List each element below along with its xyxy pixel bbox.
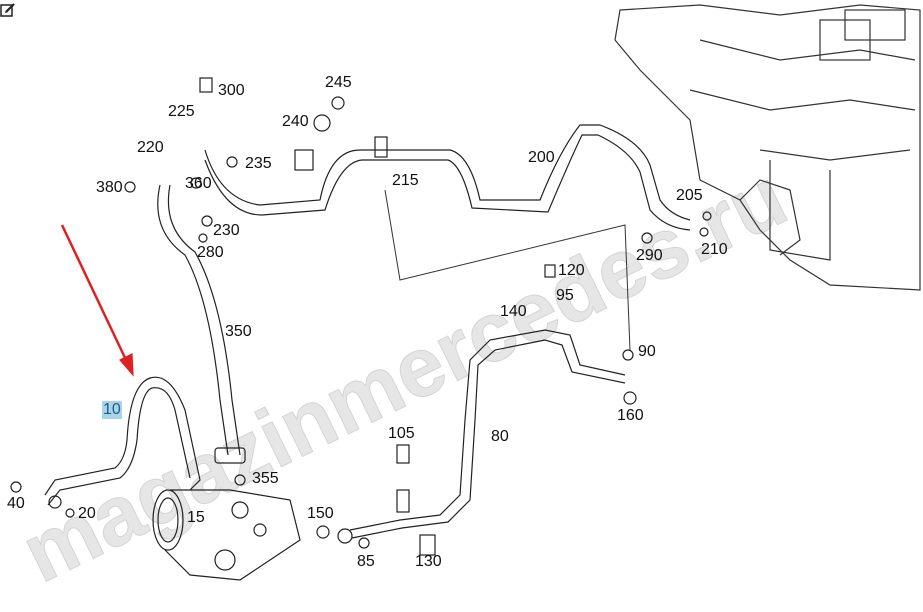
part-label[interactable]: 245 <box>325 74 352 91</box>
part-label[interactable]: 300 <box>218 82 245 99</box>
part-label[interactable]: 85 <box>357 553 375 570</box>
part-label[interactable]: 235 <box>245 155 272 172</box>
part-label-highlighted[interactable]: 10 <box>102 401 122 419</box>
part-label[interactable]: 95 <box>556 287 574 304</box>
compressor <box>152 489 301 581</box>
part-label[interactable]: 15 <box>187 509 205 526</box>
part-label[interactable]: 200 <box>528 149 555 166</box>
part-label[interactable]: 350 <box>225 323 252 340</box>
part-label[interactable]: 80 <box>491 428 509 445</box>
part-label[interactable]: 380 <box>96 179 123 196</box>
edit-icon[interactable] <box>0 2 16 18</box>
hose-10 <box>44 376 201 509</box>
part-label[interactable]: 105 <box>388 425 415 442</box>
part-label[interactable]: 230 <box>213 222 240 239</box>
hose-350 <box>157 184 246 464</box>
evaporator-housing <box>614 4 921 291</box>
part-label[interactable]: 20 <box>78 505 96 522</box>
part-label[interactable]: 205 <box>676 187 703 204</box>
part-label[interactable]: 90 <box>638 343 656 360</box>
part-label[interactable]: 130 <box>415 553 442 570</box>
part-label[interactable]: 150 <box>307 505 334 522</box>
part-label[interactable]: 240 <box>282 113 309 130</box>
red-arrow-indicator <box>60 224 134 377</box>
part-label[interactable]: 120 <box>558 262 585 279</box>
part-label[interactable]: 355 <box>252 470 279 487</box>
part-label[interactable]: 160 <box>617 407 644 424</box>
small-parts <box>10 77 712 556</box>
part-label[interactable]: 210 <box>701 241 728 258</box>
part-label[interactable]: 360 <box>185 175 212 192</box>
part-label[interactable]: 225 <box>168 103 195 120</box>
part-label[interactable]: 220 <box>137 139 164 156</box>
part-label[interactable]: 290 <box>636 247 663 264</box>
hose-upper <box>204 124 691 231</box>
part-label[interactable]: 280 <box>197 244 224 261</box>
part-label[interactable]: 215 <box>392 172 419 189</box>
part-label[interactable]: 40 <box>7 495 25 512</box>
hose-80 <box>337 329 626 544</box>
part-label[interactable]: 140 <box>500 303 527 320</box>
